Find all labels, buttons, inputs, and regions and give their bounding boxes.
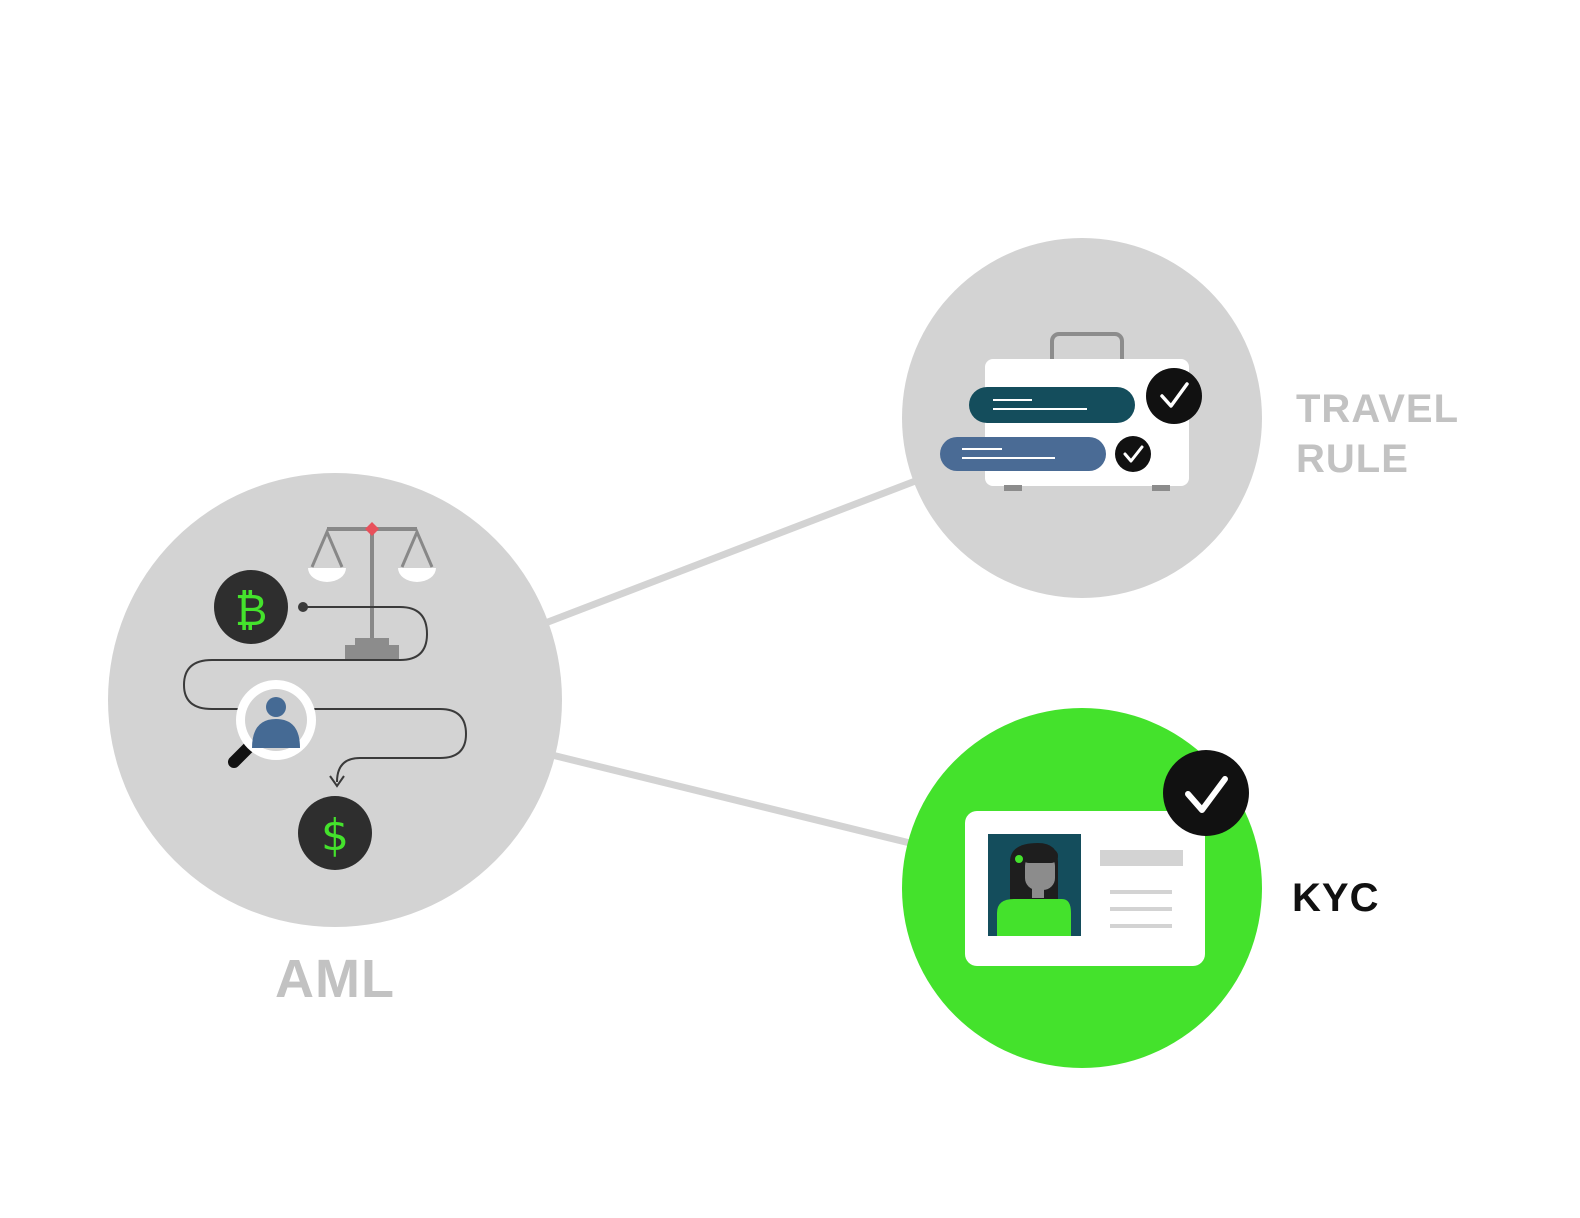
travel-rule-label: TRAVEL RULE <box>1296 384 1459 484</box>
kyc-node[interactable] <box>902 708 1262 1068</box>
connector-aml-kyc <box>548 751 914 847</box>
transaction-flow-path <box>182 602 468 788</box>
check-badge-icon <box>1163 750 1249 836</box>
connector-aml-travel-rule <box>544 476 922 626</box>
travel-rule-node[interactable] <box>902 238 1262 598</box>
travel-rule-label-line1: TRAVEL <box>1296 387 1460 431</box>
bitcoin-coin-icon: ₿ <box>214 570 288 644</box>
check-badge-small-icon <box>1115 436 1151 472</box>
balance-scale-icon <box>308 522 436 659</box>
svg-text:₿: ₿ <box>235 585 268 636</box>
svg-text:$: $ <box>321 810 349 861</box>
check-badge-icon <box>1146 368 1202 424</box>
aml-label: AML <box>275 949 395 1009</box>
aml-node[interactable]: ₿ $ <box>108 473 562 927</box>
id-card-icon <box>965 811 1205 966</box>
travel-rule-label-line2: RULE <box>1296 437 1409 481</box>
kyc-label: KYC <box>1292 876 1380 920</box>
dollar-coin-icon: $ <box>298 796 372 870</box>
briefcase-icon <box>940 332 1189 491</box>
magnifier-person-icon <box>228 680 316 768</box>
